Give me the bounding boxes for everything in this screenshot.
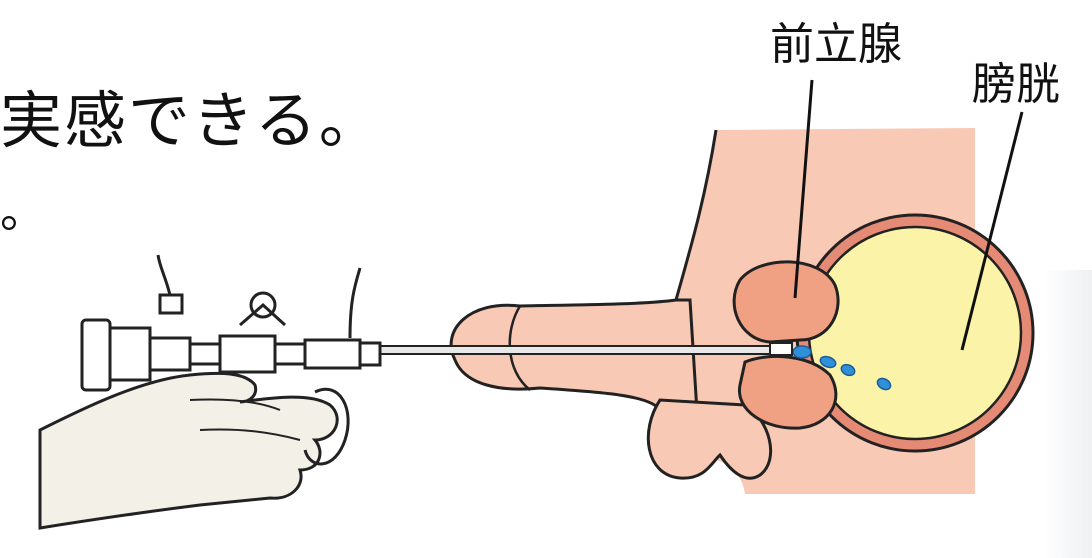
slide-text-line-2: 。 (0, 175, 46, 241)
prostate-upper (734, 262, 838, 342)
prostate-lower (739, 356, 835, 428)
bladder-lumen (809, 227, 1021, 439)
scope-tip (770, 343, 792, 355)
resectoscope-icon (82, 255, 380, 390)
bladder-label: 膀胱 (972, 48, 1060, 112)
prostate-label: 前立腺 (770, 8, 902, 72)
hand-icon (40, 373, 337, 528)
slide-text-line-1: 実感できる。 (0, 70, 383, 160)
scope-sheath (380, 346, 780, 354)
